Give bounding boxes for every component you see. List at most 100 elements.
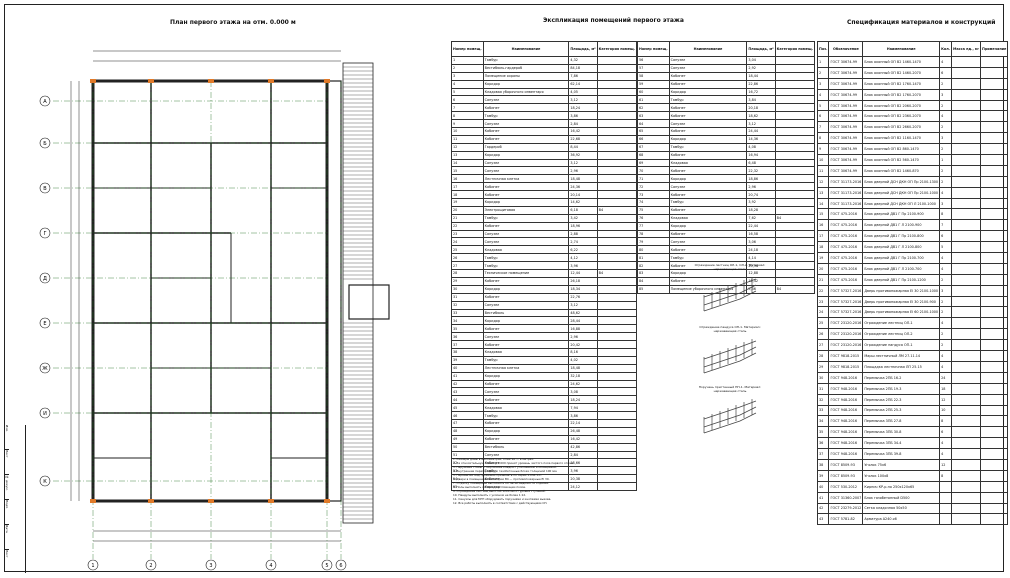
table-cell [774, 127, 816, 136]
table-cell: 4,14 [746, 253, 776, 263]
table-cell: Ограждение пандуса ОП-1 [862, 339, 941, 352]
table-cell [774, 95, 816, 105]
table-cell [950, 382, 982, 395]
table-cell [596, 253, 638, 263]
table-cell: 22,68 [568, 134, 598, 144]
table-cell [596, 237, 638, 247]
table-cell: ГОСТ 23120-2016 [828, 317, 864, 330]
table-cell: ГОСТ 530-2012 [828, 480, 864, 493]
axis-bubble [205, 559, 217, 571]
table-cell [950, 295, 982, 308]
table-cell: ГОСТ 30674-99 [828, 66, 864, 79]
table-cell [596, 261, 638, 271]
table-cell [979, 66, 1009, 79]
table-cell: 7,62 [746, 213, 776, 223]
table-cell: 14,36 [746, 134, 776, 144]
explication-table-right: Номер помещ. Наименование Площадь, м² Ка… [637, 41, 816, 294]
table-cell: 18,62 [746, 111, 776, 121]
structural-column [324, 79, 330, 83]
axis-bubble [39, 95, 51, 107]
table-cell [950, 458, 982, 471]
table-cell: 3 [451, 71, 484, 81]
table-cell: Кабинет [668, 71, 748, 81]
table-cell [596, 340, 638, 349]
table-cell: Блок оконный ОП В2 2660-2070 [862, 121, 941, 134]
table-cell: 35 [816, 426, 830, 439]
table-cell: 3,86 [568, 111, 598, 121]
table-cell: 3,84 [746, 95, 776, 105]
table-cell [596, 347, 638, 357]
table-cell: ГОСТ 475-2016 [828, 230, 864, 243]
table-cell: 25 [451, 245, 484, 255]
axis-label: 4 [269, 563, 272, 569]
table-cell [979, 491, 1009, 504]
table-cell: 3,04 [746, 56, 776, 65]
table-cell [596, 213, 638, 223]
table-cell: Перемычка 2ПБ 25-3 [862, 404, 941, 417]
table-cell [979, 175, 1009, 188]
table-cell [774, 111, 816, 121]
column-header: Номер помещ. [637, 41, 670, 57]
railing-caption: Ограждение пандуса ОП-1. Материал: нержа… [699, 325, 761, 333]
table-cell: Помещение охраны [482, 71, 570, 81]
table-cell: 26,48 [568, 426, 598, 436]
table-cell: Вестибюль [482, 308, 570, 318]
structural-column [208, 79, 214, 83]
table-cell: 9 [451, 119, 484, 129]
table-cell: 1 [451, 56, 484, 65]
table-cell: Блок дверной ДВ1 Г Пр 2100-800 [862, 230, 941, 243]
table-cell: 61 [637, 95, 670, 105]
table-cell: Кладовая [482, 245, 570, 255]
table-cell: Кабинет [668, 111, 748, 121]
railing-caption: Ограждение лестниц ОЛ-1, ОЛ-2. Материал:… [694, 263, 766, 271]
axis-bubble [39, 272, 51, 284]
table-cell: 26,18 [568, 276, 598, 286]
table-cell: 16,42 [568, 434, 598, 444]
table-cell [774, 237, 816, 247]
table-cell: Санузел [668, 237, 748, 247]
table-cell: 25 [816, 317, 830, 330]
table-cell: 19 [451, 198, 484, 207]
table-cell: ГОСТ 30674-99 [828, 143, 864, 156]
table-cell [979, 197, 1009, 210]
table-cell: 12,44 [568, 269, 598, 278]
table-cell: 32 [816, 393, 830, 406]
table-cell: 84,18 [568, 63, 598, 73]
table-cell: 3 [939, 132, 952, 145]
table-cell: 4 [939, 56, 952, 68]
table-cell [596, 411, 638, 420]
table-cell: Кладовая [482, 403, 570, 413]
table-cell: 10 [451, 127, 484, 136]
table-cell: Коридор [668, 221, 748, 231]
table-cell: 16 [816, 219, 830, 232]
table-cell: 2 [939, 164, 952, 177]
table-cell: 2,96 [568, 166, 598, 176]
table-cell: Блок оконный ОП В2 860-1470 [862, 143, 941, 156]
structural-column [208, 499, 214, 503]
table-cell: Тамбур [482, 261, 570, 271]
note-line: 9. Ограждения лестниц высотой 1200 мм от… [453, 489, 546, 493]
